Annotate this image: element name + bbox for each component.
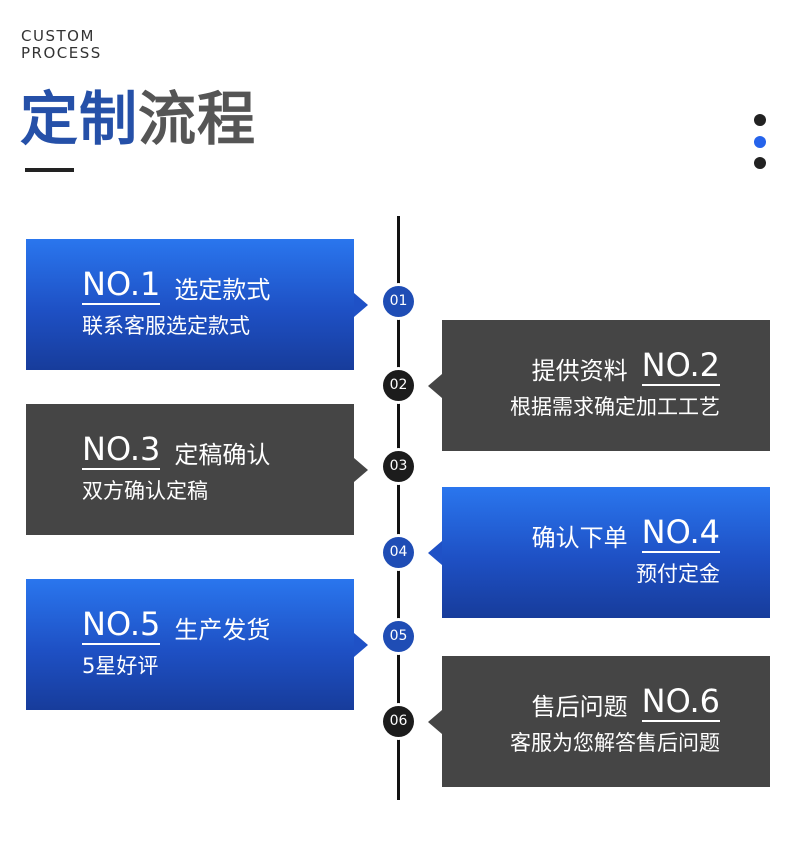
step-card-6: 售后问题 NO.6 客服为您解答售后问题	[428, 656, 770, 787]
step-title: 生产发货	[174, 616, 271, 644]
english-label-line2: PROCESS	[21, 44, 102, 62]
timeline-node-04: 04	[383, 537, 414, 568]
step-description: 预付定金	[636, 562, 720, 586]
title-underline	[25, 168, 74, 172]
step-number: NO.2	[641, 346, 720, 386]
step-number: NO.6	[641, 682, 720, 722]
page-title-accent: 定制	[20, 85, 139, 153]
timeline-node-06: 06	[383, 706, 414, 737]
step-title: 选定款式	[174, 276, 271, 304]
step-card-1: NO.1 选定款式 联系客服选定款式	[26, 239, 368, 370]
timeline-line	[397, 216, 400, 800]
step-title: 提供资料	[531, 357, 628, 385]
english-label: CUSTOM PROCESS	[21, 28, 102, 62]
timeline-node-05: 05	[383, 621, 414, 652]
english-label-line1: CUSTOM	[21, 27, 95, 45]
step-title: 确认下单	[531, 524, 628, 552]
step-description: 5星好评	[82, 654, 159, 678]
step-title: 定稿确认	[174, 441, 271, 469]
step-card-4: 确认下单 NO.4 预付定金	[428, 487, 770, 618]
step-number: NO.3	[82, 430, 161, 470]
page-title: 定制流程	[20, 82, 256, 156]
page-title-rest: 流程	[138, 85, 257, 153]
step-description: 联系客服选定款式	[82, 314, 250, 338]
pager-dot-2-active[interactable]	[754, 136, 766, 148]
step-description: 根据需求确定加工工艺	[510, 395, 720, 419]
step-number: NO.1	[82, 265, 161, 305]
step-number: NO.4	[641, 513, 720, 553]
step-card-3: NO.3 定稿确认 双方确认定稿	[26, 404, 368, 535]
step-title: 售后问题	[531, 693, 628, 721]
pager-dot-1[interactable]	[754, 114, 766, 126]
step-description: 客服为您解答售后问题	[510, 731, 720, 755]
timeline-node-03: 03	[383, 451, 414, 482]
timeline-node-01: 01	[383, 286, 414, 317]
step-card-2: 提供资料 NO.2 根据需求确定加工工艺	[428, 320, 770, 451]
step-number: NO.5	[82, 605, 161, 645]
step-description: 双方确认定稿	[82, 479, 208, 503]
timeline-node-02: 02	[383, 370, 414, 401]
step-card-5: NO.5 生产发货 5星好评	[26, 579, 368, 710]
pager-dot-3[interactable]	[754, 157, 766, 169]
